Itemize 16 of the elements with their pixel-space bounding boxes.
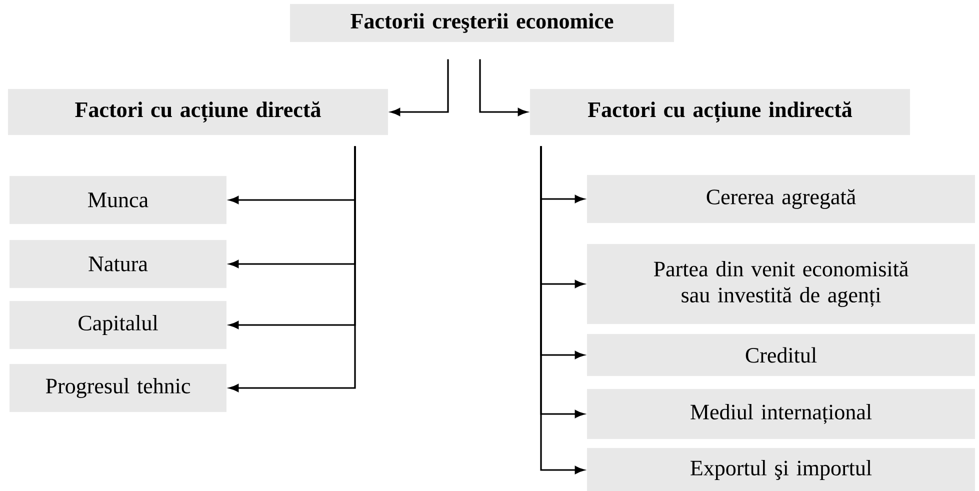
factor-box: Creditul bbox=[587, 334, 975, 376]
factor-box: Exportul şi importul bbox=[587, 448, 975, 491]
heading-box: Factori cu acțiune directă bbox=[8, 89, 388, 135]
factor-box: Munca bbox=[10, 176, 226, 224]
factor-box: Cererea agregată bbox=[587, 175, 975, 223]
arrow bbox=[479, 59, 528, 116]
arrow bbox=[390, 59, 449, 116]
factor-box: Natura bbox=[10, 240, 226, 288]
factor-box: Mediul internațional bbox=[587, 389, 975, 439]
factor-box: Progresul tehnic bbox=[10, 364, 226, 412]
arrow bbox=[540, 146, 584, 474]
title-box: Factorii creşterii economice bbox=[290, 4, 674, 42]
factor-box: Partea din venit economisită sau investită de agenți bbox=[587, 244, 975, 324]
arrow bbox=[229, 146, 356, 392]
factor-box: Capitalul bbox=[10, 301, 226, 349]
heading-box: Factori cu acțiune indirectă bbox=[530, 89, 910, 135]
